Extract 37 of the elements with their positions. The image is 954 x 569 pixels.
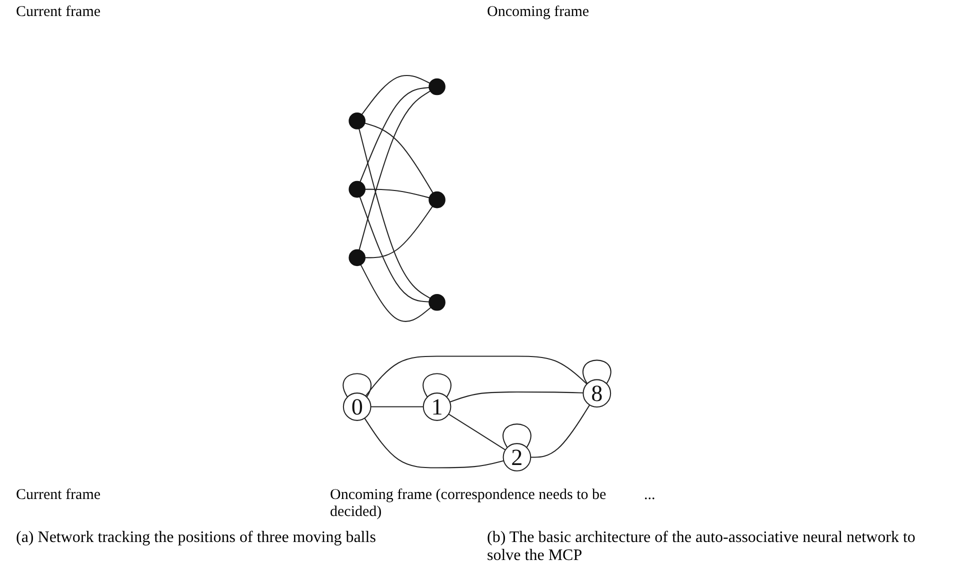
connector [364,122,434,194]
connector [360,87,430,182]
node-circle [348,180,366,198]
node-circle [348,112,366,130]
node-circle [428,294,446,311]
self-loop-line [502,424,532,448]
connector [365,206,433,258]
connector [365,188,430,198]
connector [370,406,424,408]
connector [448,414,506,450]
frame-label: Current frame [16,487,102,505]
connector [361,74,430,115]
node-circle [502,443,532,472]
figure-caption: (a) Network tracking the positions of three moving balls [16,529,377,548]
frame-label: Oncoming frame [487,4,590,21]
network-graph-drawing: 0 1 2 8 [0,25,954,483]
frame-label: Current frame [16,4,102,21]
node-circle [428,78,446,96]
self-loop-line [582,360,612,384]
connector [530,404,590,458]
node-circle [348,249,366,266]
frame-label: Oncoming frame (correspondence needs to be decided) [330,487,608,521]
connector [359,196,430,302]
node-circle [342,392,372,421]
connector [364,418,504,468]
self-loop-line [342,373,372,398]
connector [360,264,432,322]
connector [358,128,431,299]
figure-caption: (b) The basic architecture of the auto-associative neural network to solve the MCP [487,529,916,565]
connector [358,90,431,250]
node-circle [422,392,452,421]
ellipsis-label: ... [644,487,656,505]
node-circle [428,191,446,208]
connector [365,356,588,396]
self-loop-line [422,373,452,398]
connector [450,392,584,403]
node-circle [582,379,612,408]
